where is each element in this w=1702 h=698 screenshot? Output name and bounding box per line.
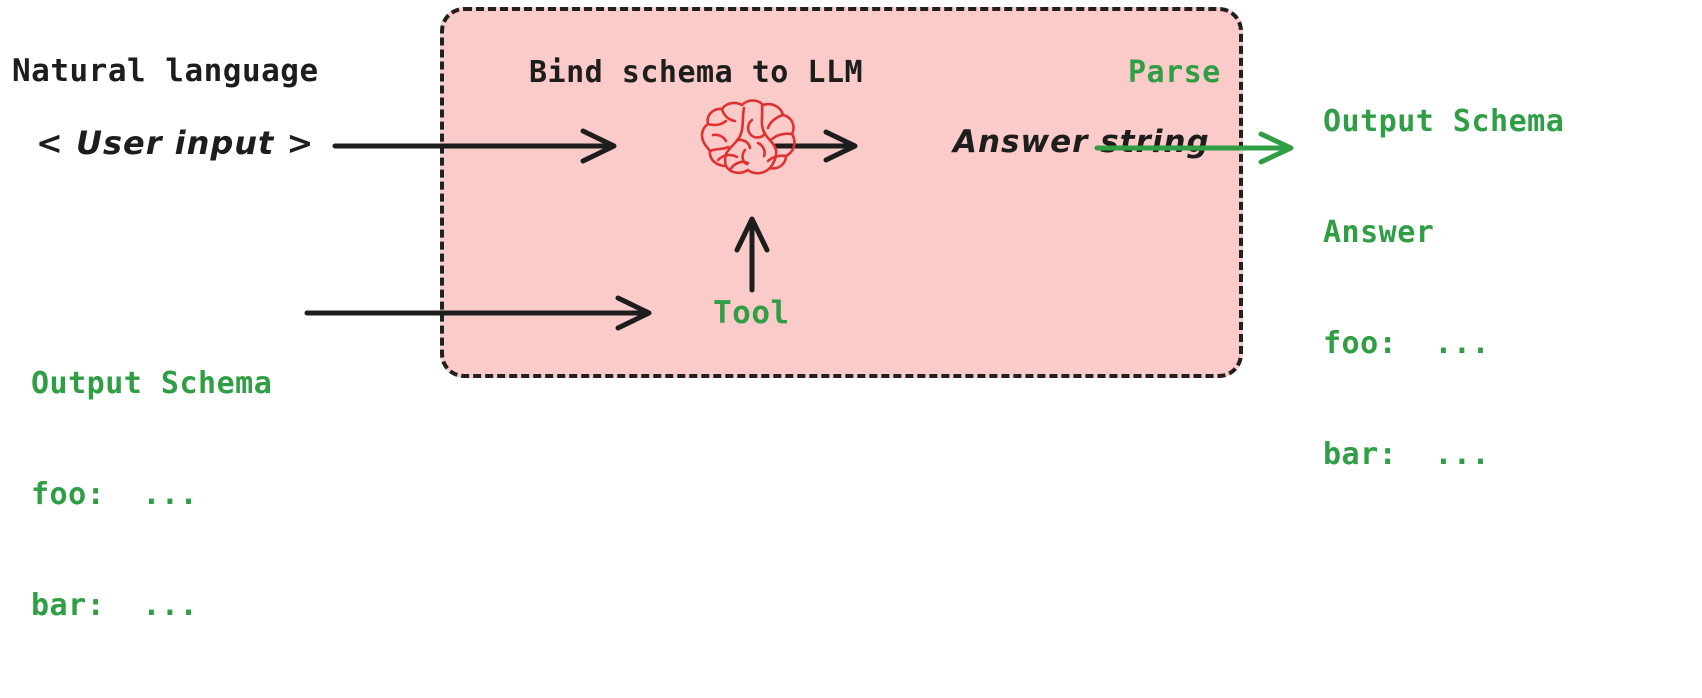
parse-label: Parse [1128,55,1221,90]
input-schema-field-foo: foo: ... [31,477,199,512]
input-schema-field-bar: bar: ... [31,588,199,623]
natural-language-label: Natural language [12,53,319,89]
output-schema-answer: Answer [1323,215,1435,250]
input-schema-title: Output Schema [31,366,273,401]
output-schema-field-bar: bar: ... [1323,437,1491,472]
diagram-canvas: Natural language < User input > Output S… [12,7,1564,623]
output-schema-field-foo: foo: ... [1323,326,1491,361]
output-schema-title: Output Schema [1323,104,1565,139]
bind-schema-to-llm-label: Bind schema to LLM [529,55,864,90]
user-input-label: < User input > [36,124,315,162]
llm-panel [440,7,1243,378]
tool-label: Tool [713,295,790,331]
input-schema-block: Output Schema foo: ... bar: ... [31,291,272,698]
answer-string-label: Answer string [953,124,1210,160]
output-schema-block: Output Schema Answer foo: ... bar: ... [1323,29,1564,547]
